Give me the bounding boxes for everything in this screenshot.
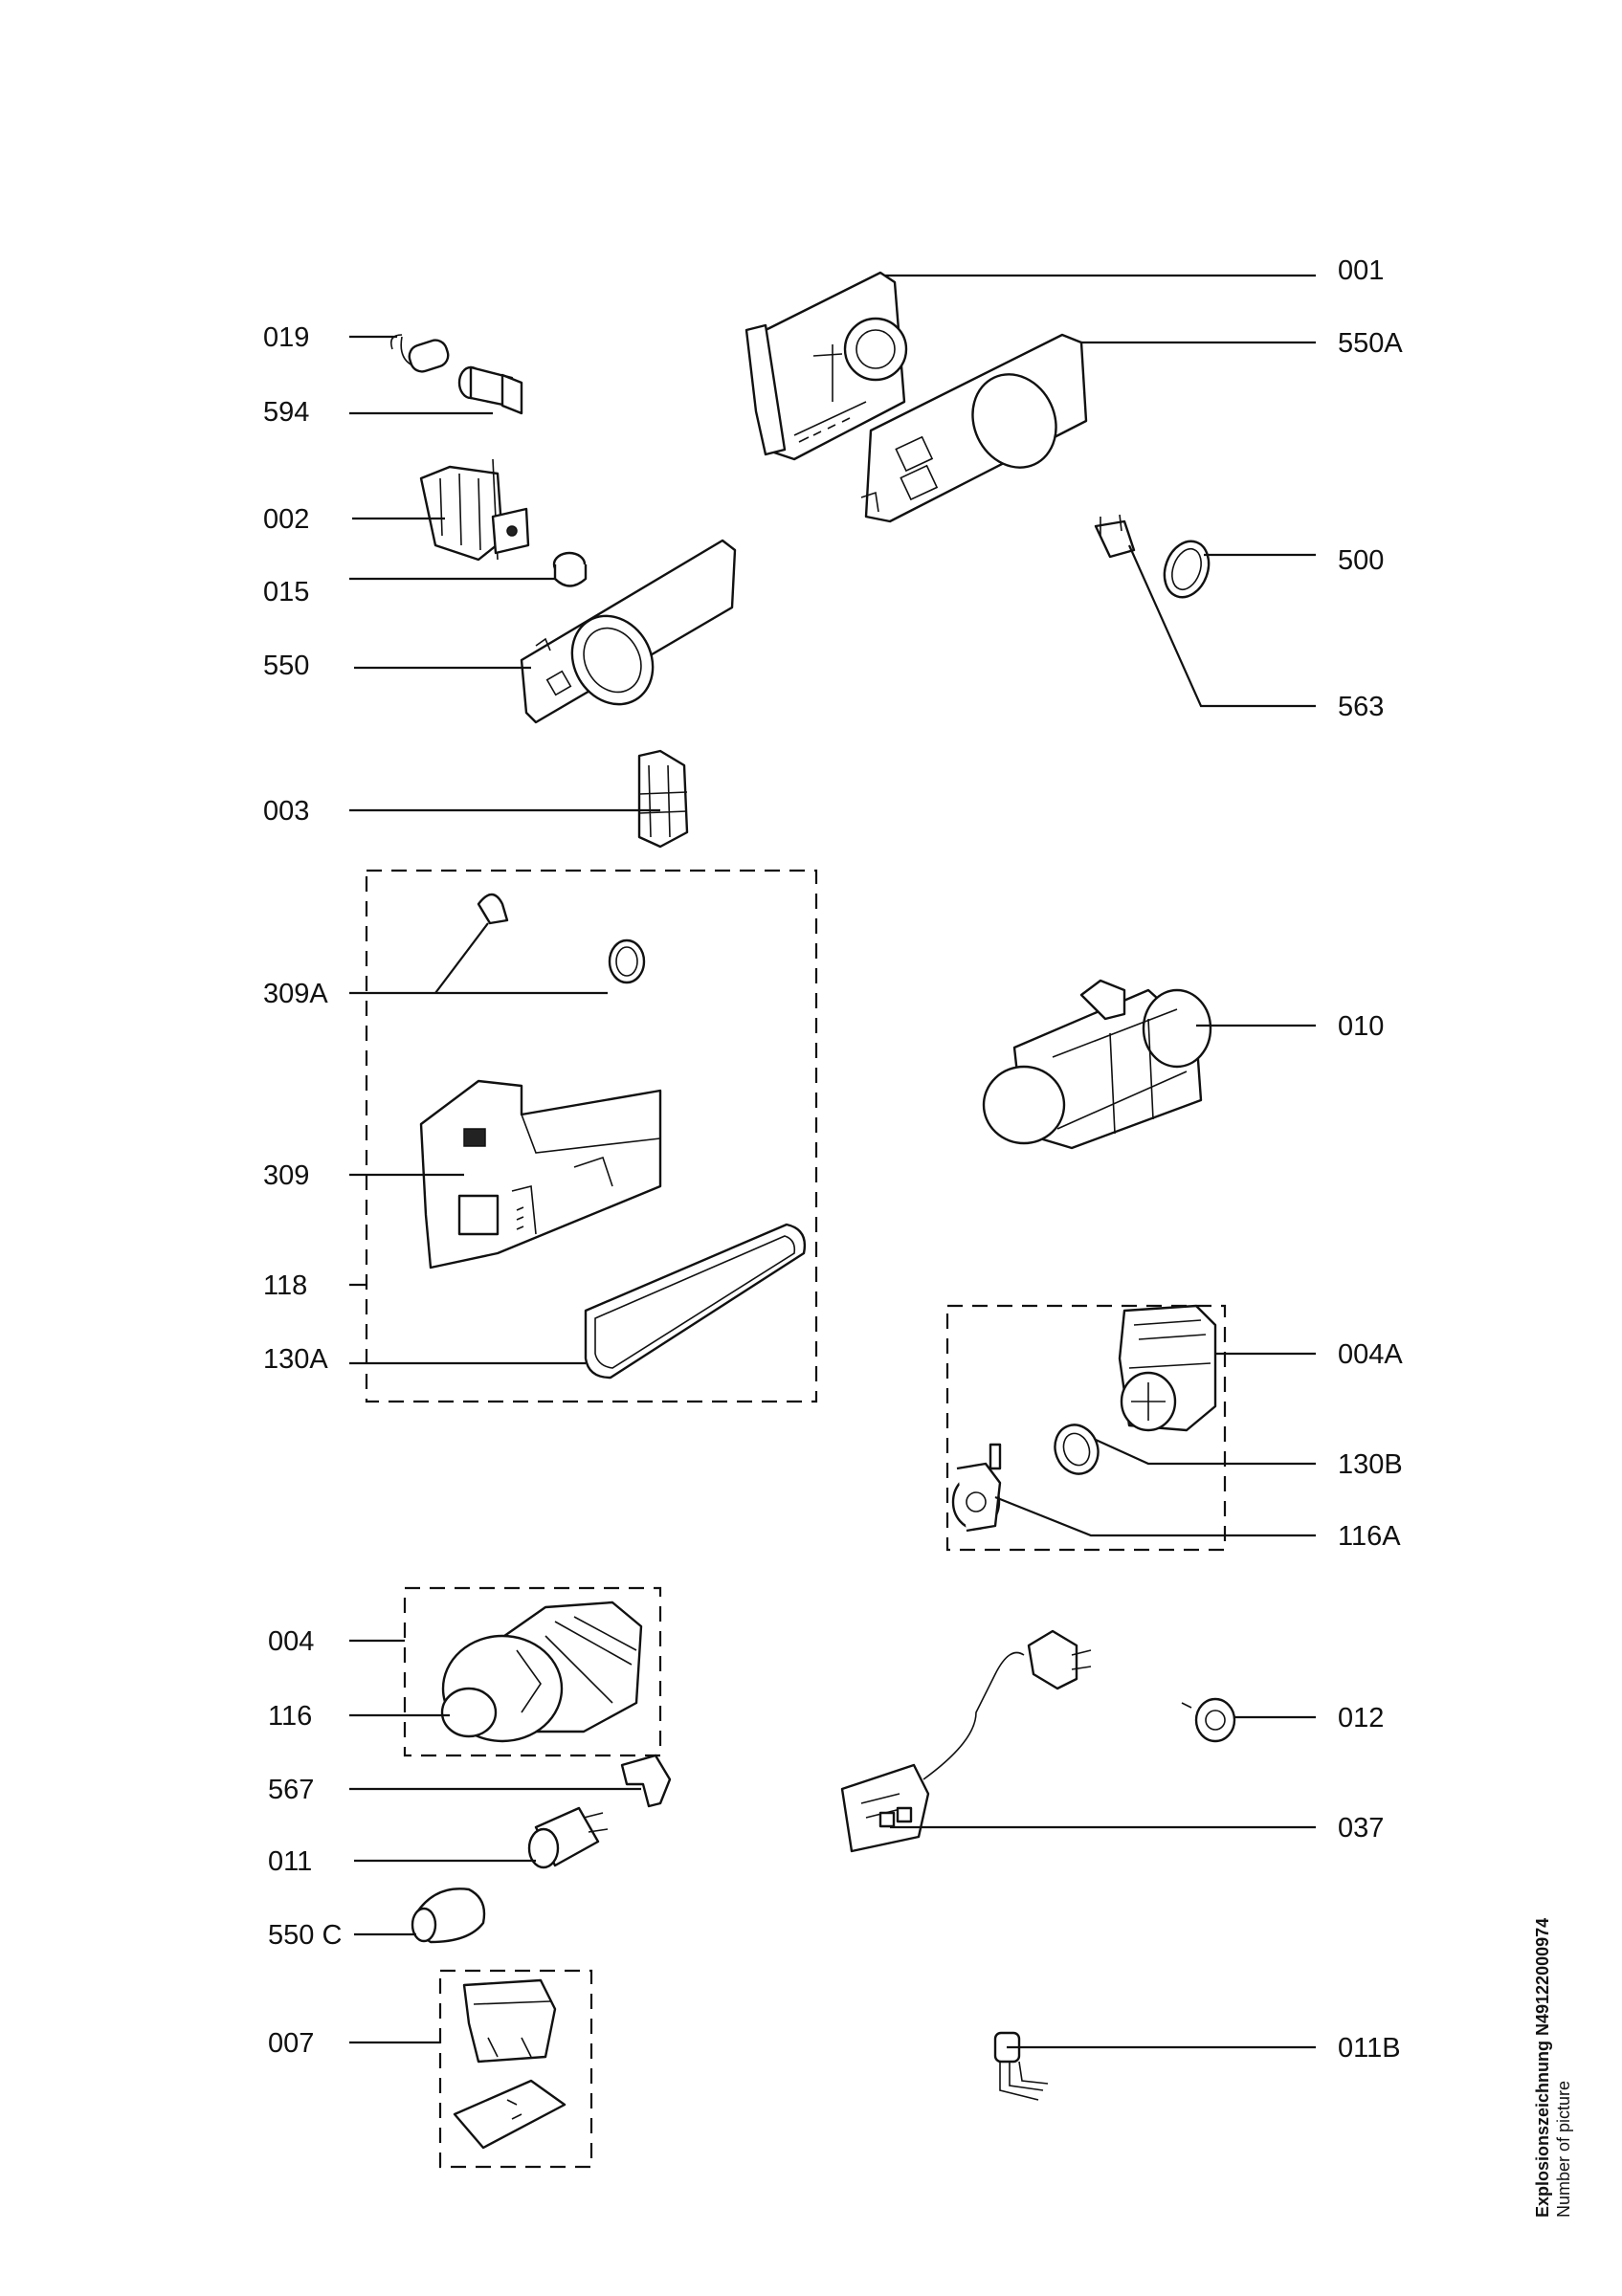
part-004-pump xyxy=(440,1601,643,1743)
label-116: 116 xyxy=(268,1701,312,1732)
label-012: 012 xyxy=(1338,1703,1384,1733)
part-130A-gasket xyxy=(584,1223,807,1380)
side-caption-title: Explosionszeichnung N49122000974 xyxy=(1533,1918,1552,2218)
part-012-cap xyxy=(1181,1697,1236,1743)
leader-563 xyxy=(1127,544,1316,708)
part-007-switch xyxy=(453,1978,567,2150)
part-130B-oring xyxy=(1054,1424,1100,1475)
label-011B: 011B xyxy=(1338,2033,1401,2064)
label-019: 019 xyxy=(263,322,309,353)
part-011B-suppressor xyxy=(993,2031,1049,2101)
label-130A: 130A xyxy=(263,1344,328,1375)
part-010-heater xyxy=(982,979,1212,1150)
part-550-panel xyxy=(520,539,737,724)
leader-309A-clip xyxy=(434,922,489,994)
side-caption: Explosionszeichnung N49122000974 Number … xyxy=(1533,1918,1573,2218)
part-019-lamp xyxy=(389,334,450,373)
label-010: 010 xyxy=(1338,1011,1384,1042)
part-004A-pump xyxy=(1118,1304,1217,1432)
label-116A: 116A xyxy=(1338,1521,1401,1552)
label-309: 309 xyxy=(263,1160,309,1191)
label-309A: 309A xyxy=(263,979,328,1009)
part-011-capacitor xyxy=(527,1806,609,1869)
part-037-mains-cable xyxy=(840,1629,1092,1853)
part-003-bracket xyxy=(637,749,689,849)
part-550A-panel xyxy=(860,333,1088,523)
label-007: 007 xyxy=(268,2028,314,2059)
part-116A-impeller xyxy=(951,1443,1002,1533)
label-550C: 550 C xyxy=(268,1920,342,1951)
label-003: 003 xyxy=(263,796,309,827)
label-015: 015 xyxy=(263,577,309,607)
label-550: 550 xyxy=(263,651,309,681)
label-500: 500 xyxy=(1338,545,1384,576)
leader-116A xyxy=(994,1495,1316,1537)
part-594-button xyxy=(457,365,523,415)
label-567: 567 xyxy=(268,1775,314,1805)
part-563-connector xyxy=(1094,514,1136,559)
label-550A: 550A xyxy=(1338,328,1403,359)
part-001-timer xyxy=(744,271,908,461)
label-004A: 004A xyxy=(1338,1339,1403,1370)
part-309-dosing-unit xyxy=(419,1079,662,1269)
label-594: 594 xyxy=(263,397,309,428)
label-118: 118 xyxy=(263,1270,307,1301)
label-002: 002 xyxy=(263,504,309,535)
part-567-clip xyxy=(620,1754,672,1808)
part-500-seal xyxy=(1163,540,1211,599)
part-550C-knob xyxy=(411,1888,486,1944)
group-box-004 xyxy=(403,1586,662,1757)
leader-130B xyxy=(1095,1438,1316,1466)
label-563: 563 xyxy=(1338,692,1384,722)
label-001: 001 xyxy=(1338,255,1384,286)
part-015-knob xyxy=(552,551,588,587)
group-box-004A xyxy=(945,1304,1227,1552)
label-130B: 130B xyxy=(1338,1449,1403,1480)
label-011: 011 xyxy=(268,1846,312,1877)
part-309A-ring xyxy=(477,893,646,984)
group-box-309 xyxy=(365,869,818,1403)
label-037: 037 xyxy=(1338,1813,1384,1843)
side-caption-subtitle: Number of picture xyxy=(1554,2081,1573,2218)
group-box-007 xyxy=(438,1969,593,2169)
label-004: 004 xyxy=(268,1626,314,1657)
part-002-switch xyxy=(419,458,530,562)
